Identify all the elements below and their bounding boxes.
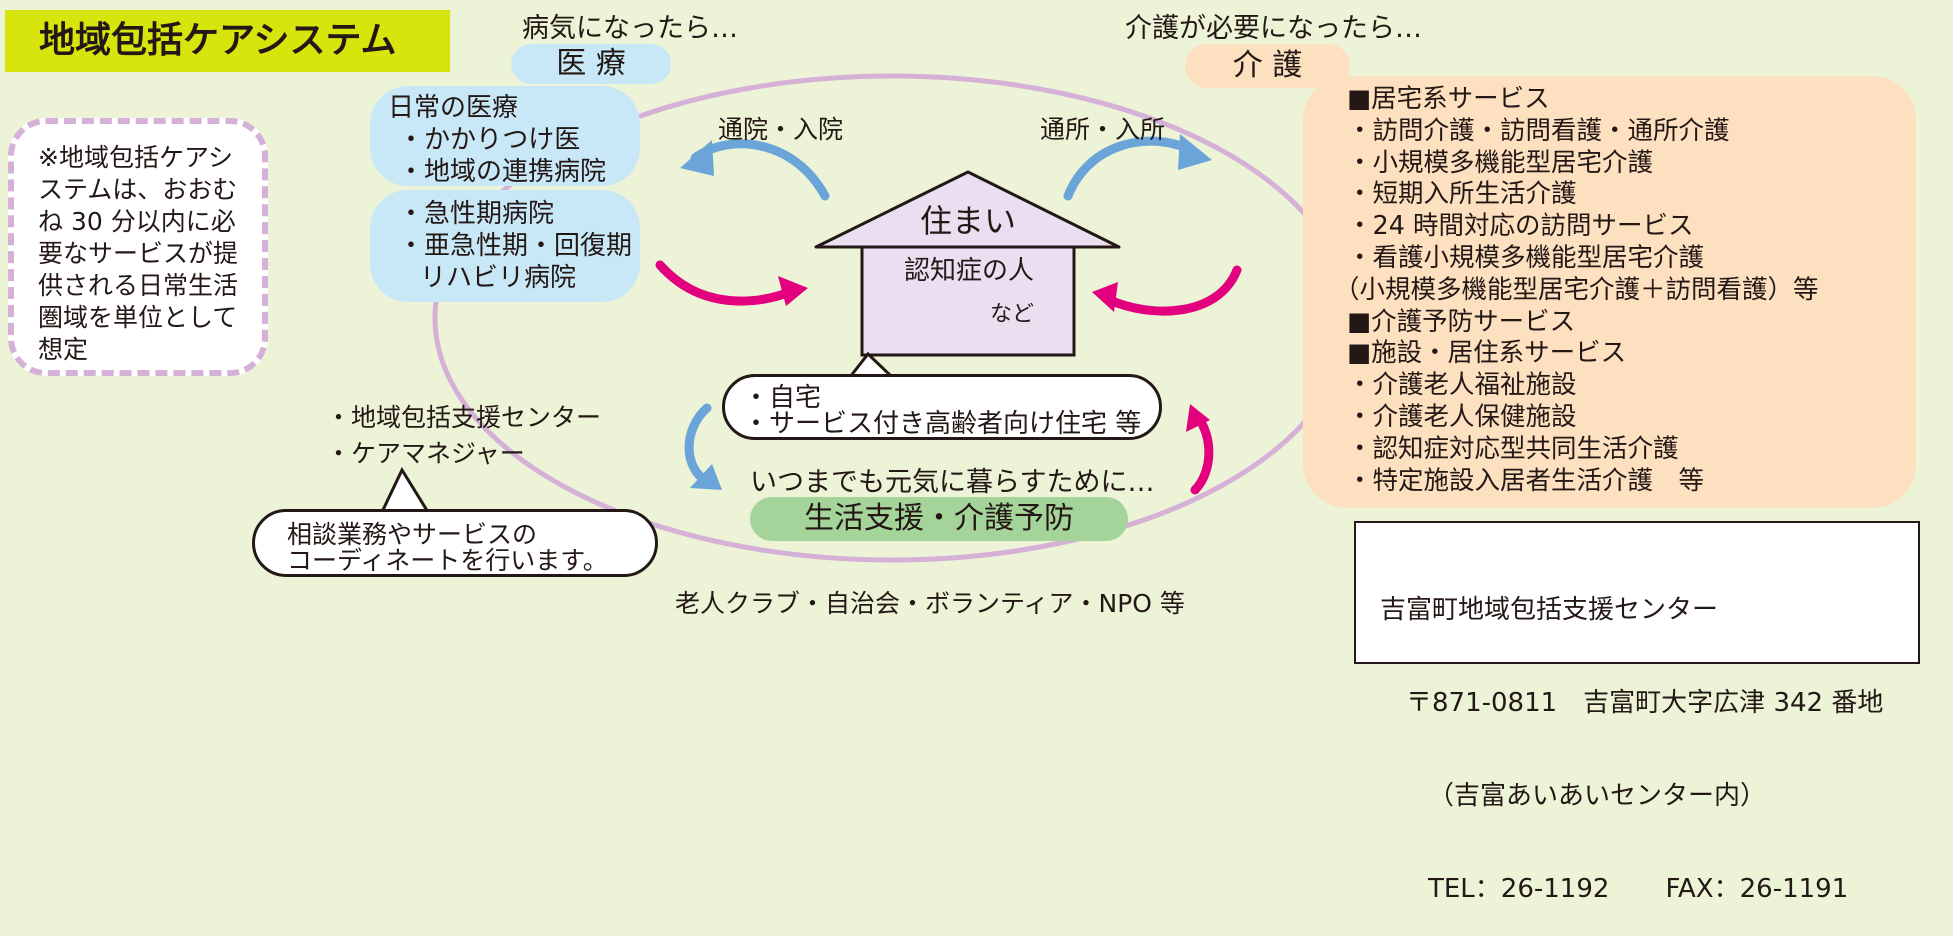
arrow-blue-down-icon	[684, 403, 722, 490]
contact-building: （吉富あいあいセンター内）	[1428, 781, 1767, 811]
arrow-pink-icon	[655, 260, 808, 306]
hospital-block: ・急性期病院 ・亜急性期・回復期 リハビリ病院	[370, 190, 640, 302]
contact-phone-row: TEL：26-1192 FAX：26-1191	[1380, 874, 1918, 905]
care-line: ■居宅系サービス	[1347, 84, 1550, 114]
contact-address: 〒871-0811 吉富町大字広津 342 番地	[1406, 688, 1884, 718]
medical-caption: 病気になったら…	[522, 13, 738, 44]
care-line: ・小規模多機能型居宅介護	[1347, 147, 1654, 178]
care-services-block: ■居宅系サービス ・訪問介護・訪問看護・通所介護 ・小規模多機能型居宅介護 ・短…	[1303, 76, 1916, 508]
bubble-tail	[380, 466, 430, 513]
care-label: 介 護	[1185, 44, 1350, 88]
contact-fax: FAX：26-1191	[1665, 874, 1849, 904]
consult-item: ・ケアマネジャー	[326, 439, 525, 468]
arrow-blue-left-icon	[680, 139, 830, 201]
contact-tel: TEL：26-1192	[1428, 874, 1610, 904]
diagram-graphics	[380, 73, 1352, 563]
home-bubble-line: ・サービス付き高齢者向け住宅 等	[743, 409, 1142, 439]
consult-bubble-line: 相談業務やサービスの	[287, 520, 538, 549]
care-line: （小規模多機能型居宅介護＋訪問看護）等	[1334, 274, 1819, 305]
care-line: ■介護予防サービス	[1347, 306, 1576, 337]
arrow-pink-up-icon	[1186, 404, 1214, 495]
contact-name: 吉富町地域包括支援センター	[1380, 595, 1719, 625]
daily-medical-heading: 日常の医療	[388, 93, 519, 123]
medical-label: 医 療	[511, 44, 671, 84]
care-line: ・特定施設入居者生活介護 等	[1347, 465, 1705, 496]
arrow-blue-right-icon	[1063, 134, 1212, 201]
care-line: ・24 時間対応の訪問サービス	[1347, 211, 1694, 242]
daily-medical-item: ・地域の連携病院	[398, 157, 607, 187]
home-bubble-line: ・自宅	[743, 383, 822, 413]
house-body-sub: など	[990, 302, 1035, 327]
daily-medical-item: ・かかりつけ医	[398, 125, 581, 155]
hospital-arrow-label: 通院・入院	[718, 115, 844, 144]
care-line: ・看護小規模多機能型居宅介護	[1347, 242, 1705, 273]
house-icon	[814, 170, 1121, 357]
care-caption: 介護が必要になったら…	[1125, 13, 1422, 44]
consult-bubble: 相談業務やサービスの コーディネートを行います。	[252, 509, 658, 577]
hospital-item: ・急性期病院	[398, 199, 555, 229]
contact-box: 吉富町地域包括支援センター 〒871-0811 吉富町大字広津 342 番地 （…	[1354, 521, 1920, 904]
area-note: ※地域包括ケアシステムは、おおむね 30 分以内に必要なサービスが提供される日常…	[8, 118, 268, 376]
bubble-tail	[848, 351, 894, 379]
page-title: 地域包括ケアシステム	[5, 10, 450, 72]
community-groups: 老人クラブ・自治会・ボランティア・NPO 等	[675, 589, 1185, 618]
care-line: ■施設・居住系サービス	[1347, 338, 1627, 369]
hospital-item: ・亜急性期・回復期	[398, 231, 633, 261]
consult-bubble-line: コーディネートを行います。	[287, 546, 608, 575]
daycare-arrow-label: 通所・入所	[1040, 115, 1166, 144]
care-line: ・介護老人福祉施設	[1347, 370, 1577, 401]
arrow-pink-icon	[1092, 265, 1242, 316]
care-line: ・短期入所生活介護	[1347, 179, 1577, 210]
house-roof-label: 住まい	[919, 202, 1016, 240]
support-caption: いつまでも元気に暮らすために…	[750, 467, 1155, 498]
daily-medical-block: 日常の医療 ・かかりつけ医 ・地域の連携病院	[370, 86, 640, 187]
home-bubble: ・自宅 ・サービス付き高齢者向け住宅 等	[722, 374, 1162, 440]
care-line: ・訪問介護・訪問看護・通所介護	[1347, 115, 1730, 146]
consult-item: ・地域包括支援センター	[326, 403, 602, 432]
hospital-item: リハビリ病院	[420, 263, 577, 293]
care-line: ・認知症対応型共同生活介護	[1347, 433, 1679, 464]
support-label: 生活支援・介護予防	[750, 497, 1128, 541]
house-body-label: 認知症の人	[903, 256, 1034, 286]
care-line: ・介護老人保健施設	[1347, 401, 1577, 432]
